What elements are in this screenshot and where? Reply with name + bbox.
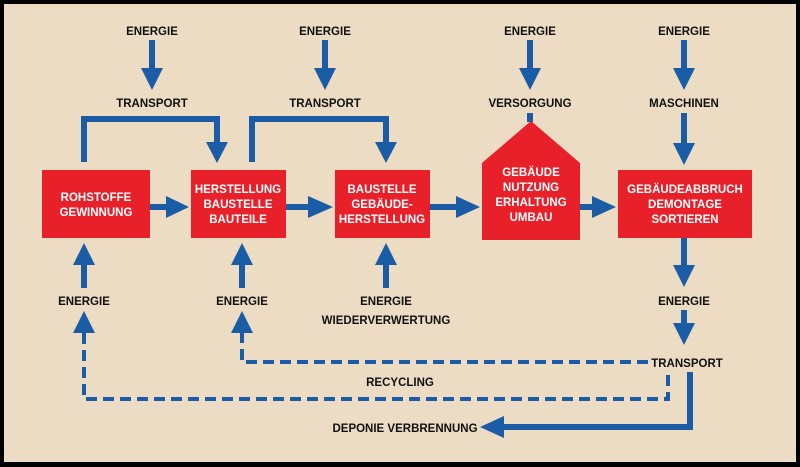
maschinen-arrow xyxy=(673,113,695,165)
transport-bracket-2 xyxy=(249,116,397,163)
recycling-inner-loop xyxy=(231,311,648,364)
transport-bracket-1 xyxy=(81,116,228,163)
box-rohstoffe xyxy=(42,170,150,238)
label-energie-4: ENERGIE xyxy=(658,26,710,38)
label-energie-wv: ENERGIE xyxy=(360,296,412,308)
box-herstellung xyxy=(191,170,286,238)
flow-arrow-3 xyxy=(430,196,480,218)
herstellung-line-2: BAUSTELLE xyxy=(204,199,273,211)
energy-up-mid xyxy=(231,243,253,288)
recycling-outer-loop xyxy=(73,311,670,401)
baustelle-line-3: HERSTELLUNG xyxy=(339,214,425,226)
abbruch-line-1: GEBÄUDEABBRUCH xyxy=(627,183,743,196)
energy-arrow-3 xyxy=(519,40,541,90)
label-energie-right: ENERGIE xyxy=(658,296,710,308)
abbruch-down-arrow xyxy=(673,238,695,287)
energy-arrow-2 xyxy=(314,40,336,90)
herstellung-line-1: HERSTELLUNG xyxy=(195,184,281,196)
energy-up-left xyxy=(73,243,95,288)
rohstoffe-line-1: ROHSTOFFE xyxy=(61,192,132,204)
abbruch-line-2: DEMONTAGE xyxy=(648,199,722,211)
label-energie-left: ENERGIE xyxy=(58,296,110,308)
energy-arrow-4 xyxy=(673,40,695,90)
baustelle-line-2: GEBÄUDE- xyxy=(351,198,413,211)
label-transport-bottom: TRANSPORT xyxy=(651,358,723,370)
label-energie-2: ENERGIE xyxy=(299,26,351,38)
box-baustelle xyxy=(335,170,430,238)
label-versorgung: VERSORGUNG xyxy=(488,98,571,110)
gebaeude-line-2: NUTZUNG xyxy=(503,182,559,194)
label-deponie: DEPONIE VERBRENNUNG xyxy=(332,423,477,435)
label-energie-1: ENERGIE xyxy=(126,26,178,38)
herstellung-line-3: BAUTEILE xyxy=(209,214,267,226)
rohstoffe-line-2: GEWINNUNG xyxy=(60,207,133,219)
flow-arrow-2 xyxy=(286,196,333,218)
flow-arrow-1 xyxy=(150,196,189,218)
flow-arrow-4 xyxy=(580,196,616,218)
gebaeude-line-4: UMBAU xyxy=(510,212,553,224)
energy-down-arrow xyxy=(673,310,695,345)
box-abbruch xyxy=(618,170,752,238)
label-energie-3: ENERGIE xyxy=(504,26,556,38)
energy-arrow-1 xyxy=(141,40,163,90)
deponie-arrow xyxy=(480,372,693,438)
box-gebaeude xyxy=(482,121,580,240)
label-maschinen: MASCHINEN xyxy=(649,98,719,110)
label-transport-2: TRANSPORT xyxy=(289,98,361,110)
abbruch-line-3: SORTIEREN xyxy=(651,214,718,226)
label-transport-1: TRANSPORT xyxy=(116,98,188,110)
gebaeude-line-1: GEBÄUDE xyxy=(502,166,560,179)
label-wiederverwertung: WIEDERVERWERTUNG xyxy=(322,315,451,327)
gebaeude-line-3: ERHALTUNG xyxy=(495,197,566,209)
energy-up-wv xyxy=(375,243,397,288)
label-recycling: RECYCLING xyxy=(366,377,434,389)
baustelle-line-1: BAUSTELLE xyxy=(348,184,417,196)
label-energie-mid: ENERGIE xyxy=(216,296,268,308)
